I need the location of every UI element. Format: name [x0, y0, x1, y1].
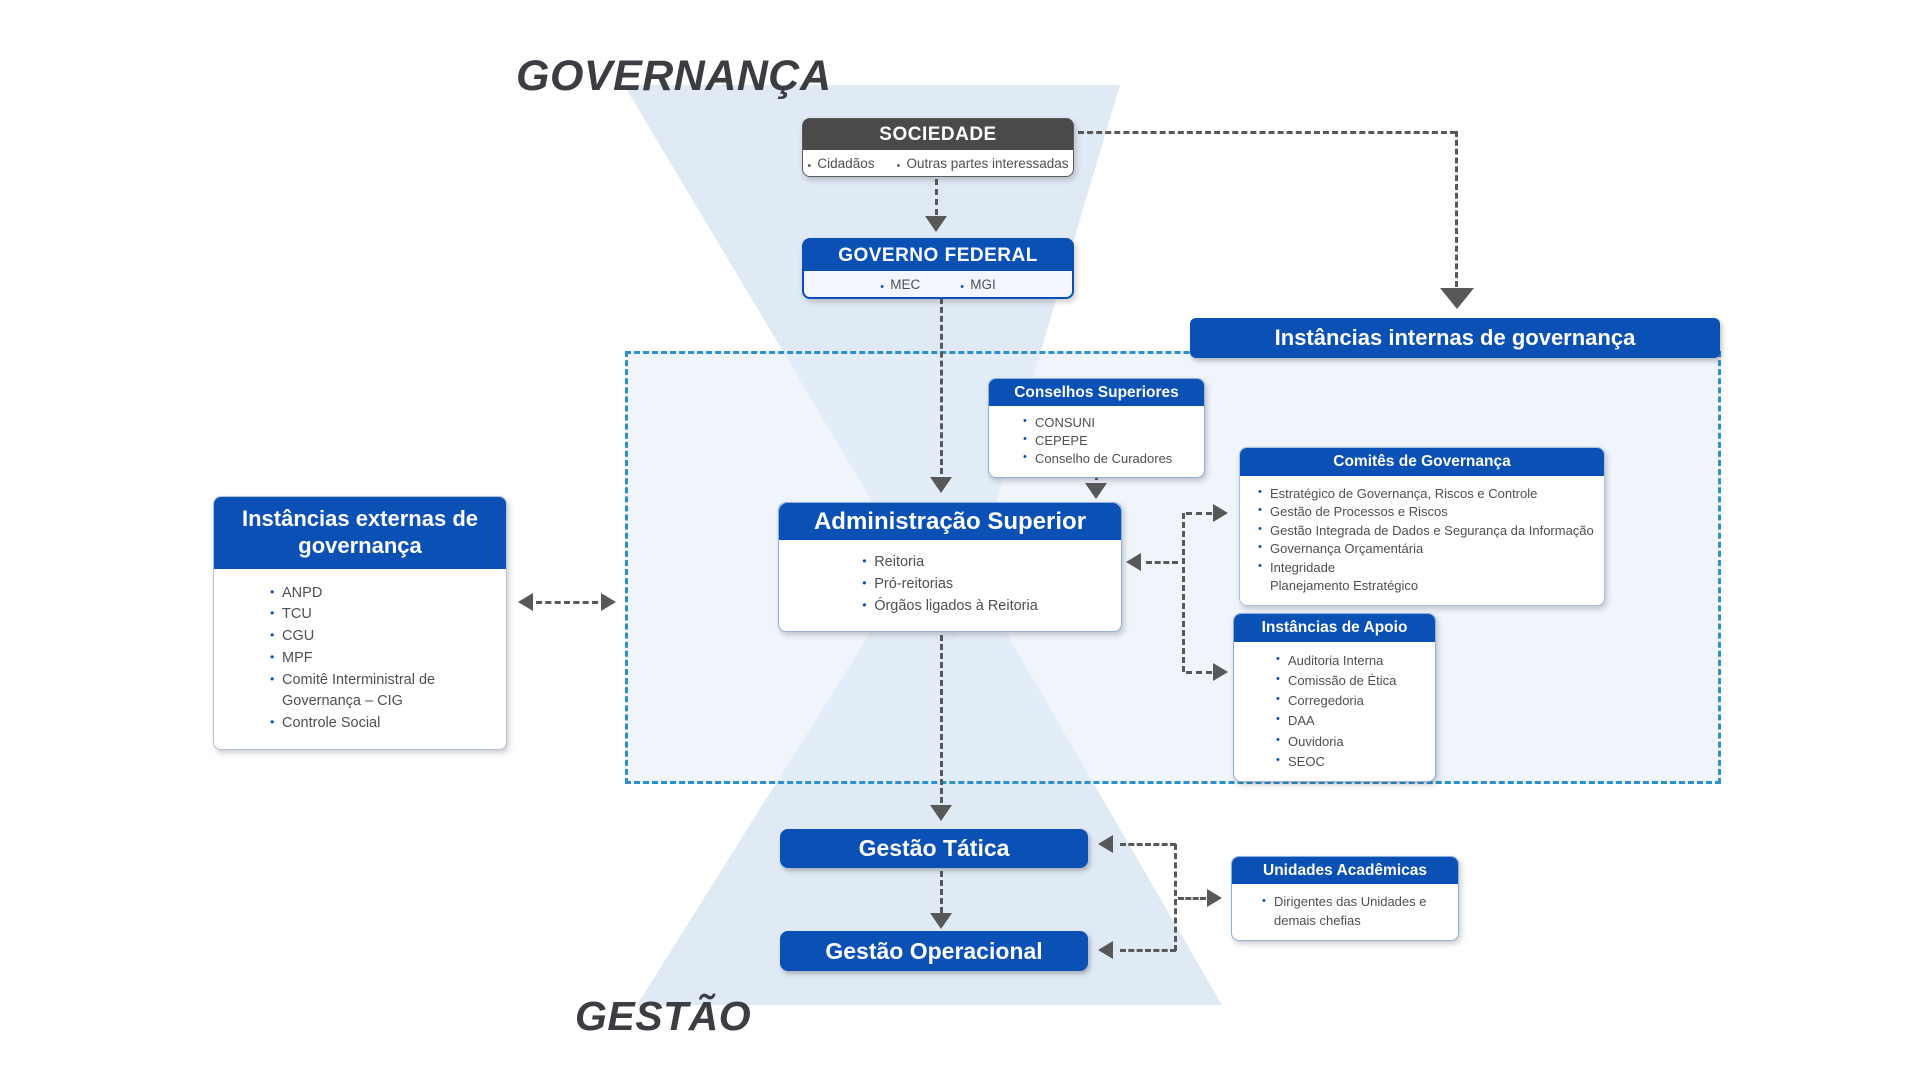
governanca-title: GOVERNANÇA	[516, 52, 832, 100]
administracao-superior-box: Administração Superior Reitoria Pró-reit…	[778, 502, 1122, 633]
list-item: Conselho de Curadores	[1023, 450, 1196, 468]
connector-to-comites-head	[1213, 504, 1228, 522]
arrow-tatica-operacional-head	[930, 913, 952, 929]
list-item: Dirigentes das Unidades e demais chefias	[1262, 893, 1428, 931]
connector-to-comites-line	[1186, 512, 1212, 515]
governo-federal-box: GOVERNO FEDERAL MEC MGI	[802, 238, 1074, 299]
arrow-sociedade-governo-head	[925, 216, 947, 232]
list-item: ANPD	[270, 583, 440, 605]
list-item: Controle Social	[270, 713, 440, 735]
list-item: Reitoria	[862, 552, 1038, 574]
governo-federal-items: MEC MGI	[804, 271, 1072, 298]
list-item: CEPEPE	[1023, 432, 1196, 450]
comites-governanca-box: Comitês de Governança Estratégico de Gov…	[1239, 447, 1605, 606]
list-item: Órgãos ligados à Reitoria	[862, 596, 1038, 618]
list-item: Integridade	[1258, 559, 1596, 577]
gestao-tatica-box: Gestão Tática	[780, 829, 1088, 868]
list-item: Governança Orçamentária	[1258, 540, 1596, 558]
gestao-operacional-box: Gestão Operacional	[780, 931, 1088, 971]
arrow-sociedade-banner-head	[1440, 288, 1474, 309]
arrow-tatica-operacional-line	[940, 871, 943, 913]
connector-to-apoio-head	[1213, 663, 1228, 681]
instancias-apoio-box: Instâncias de Apoio Auditoria Interna Co…	[1233, 613, 1436, 782]
unidades-academicas-items: Dirigentes das Unidades e demais chefias	[1262, 893, 1428, 931]
conselhos-superiores-title: Conselhos Superiores	[989, 379, 1204, 406]
list-item: TCU	[270, 604, 440, 626]
conselhos-superiores-items: CONSUNI CEPEPE Conselho de Curadores	[1023, 414, 1196, 469]
instancias-externas-title: Instâncias externas de governança	[214, 497, 506, 569]
comites-governanca-title: Comitês de Governança	[1240, 448, 1604, 476]
list-item: Planejamento Estratégico	[1270, 578, 1419, 594]
list-item: MGI	[960, 277, 996, 298]
arrow-externas-bidirectional-line	[536, 601, 598, 604]
arrow-sociedade-banner-vline	[1455, 131, 1458, 287]
list-item: Outras partes interessadas	[896, 156, 1068, 177]
comites-governanca-items: Estratégico de Governança, Riscos e Cont…	[1258, 485, 1596, 596]
connector-to-unidades-head	[1207, 889, 1222, 907]
connector-to-operacional-head	[1098, 941, 1113, 959]
connector-gestao-unidades-vline	[1174, 844, 1177, 951]
list-item: Cidadãos	[807, 156, 874, 177]
sociedade-items: Cidadãos Outras partes interessadas	[803, 150, 1073, 177]
list-item: Comitê Interministral de Governança – CI…	[270, 670, 440, 714]
governo-federal-title: GOVERNO FEDERAL	[804, 240, 1072, 271]
administracao-superior-items: Reitoria Pró-reitorias Órgãos ligados à …	[862, 552, 1038, 617]
instancias-apoio-items: Auditoria Interna Comissão de Ética Corr…	[1276, 651, 1429, 772]
arrow-externas-left-head	[518, 593, 533, 611]
list-item: SEOC	[1276, 752, 1429, 772]
instancias-externas-items: ANPD TCU CGU MPF Comitê Interministral d…	[270, 583, 440, 735]
list-item: CONSUNI	[1023, 414, 1196, 432]
connector-to-tatica-head	[1098, 835, 1113, 853]
connector-comites-admin-apoio-vline	[1182, 513, 1185, 672]
arrow-sociedade-governo-line	[935, 179, 938, 215]
arrow-governo-administracao-line	[940, 298, 943, 474]
connector-to-administracao-head	[1126, 553, 1141, 571]
list-item: Pró-reitorias	[862, 574, 1038, 596]
list-item: DAA	[1276, 711, 1429, 731]
internal-governance-banner: Instâncias internas de governança	[1190, 318, 1720, 358]
list-item: CGU	[270, 626, 440, 648]
connector-to-tatica-line	[1120, 843, 1176, 846]
gestao-title: GESTÃO	[575, 993, 752, 1039]
arrow-externas-right-head	[601, 593, 616, 611]
arrow-governo-administracao-head	[930, 477, 952, 493]
sociedade-title: SOCIEDADE	[803, 119, 1073, 150]
unidades-academicas-title: Unidades Acadêmicas	[1232, 857, 1458, 884]
list-item: Comissão de Ética	[1276, 671, 1429, 691]
connector-to-unidades-line	[1178, 897, 1206, 900]
arrow-administracao-tatica-head	[930, 805, 952, 821]
list-item: MEC	[880, 277, 920, 298]
list-item: Gestão Integrada de Dados e Segurança da…	[1258, 522, 1596, 540]
connector-to-operacional-line	[1120, 949, 1176, 952]
list-item: MPF	[270, 648, 440, 670]
list-item: Corregedoria	[1276, 691, 1429, 711]
list-item: Ouvidoria	[1276, 732, 1429, 752]
list-item: Gestão de Processos e Riscos	[1258, 503, 1596, 521]
connector-to-apoio-line	[1186, 671, 1212, 674]
sociedade-box: SOCIEDADE Cidadãos Outras partes interes…	[802, 118, 1074, 177]
arrow-conselhos-administracao-head	[1085, 483, 1107, 499]
list-item: Auditoria Interna	[1276, 651, 1429, 671]
list-item: Estratégico de Governança, Riscos e Cont…	[1258, 485, 1596, 503]
unidades-academicas-box: Unidades Acadêmicas Dirigentes das Unida…	[1231, 856, 1459, 941]
administracao-superior-title: Administração Superior	[779, 503, 1121, 540]
arrow-administracao-tatica-line	[940, 626, 943, 803]
arrow-sociedade-banner-hline	[1078, 131, 1456, 134]
conselhos-superiores-box: Conselhos Superiores CONSUNI CEPEPE Cons…	[988, 378, 1205, 478]
connector-to-administracao-line	[1146, 561, 1178, 564]
instancias-externas-box: Instâncias externas de governança ANPD T…	[213, 496, 507, 750]
instancias-apoio-title: Instâncias de Apoio	[1234, 614, 1435, 642]
